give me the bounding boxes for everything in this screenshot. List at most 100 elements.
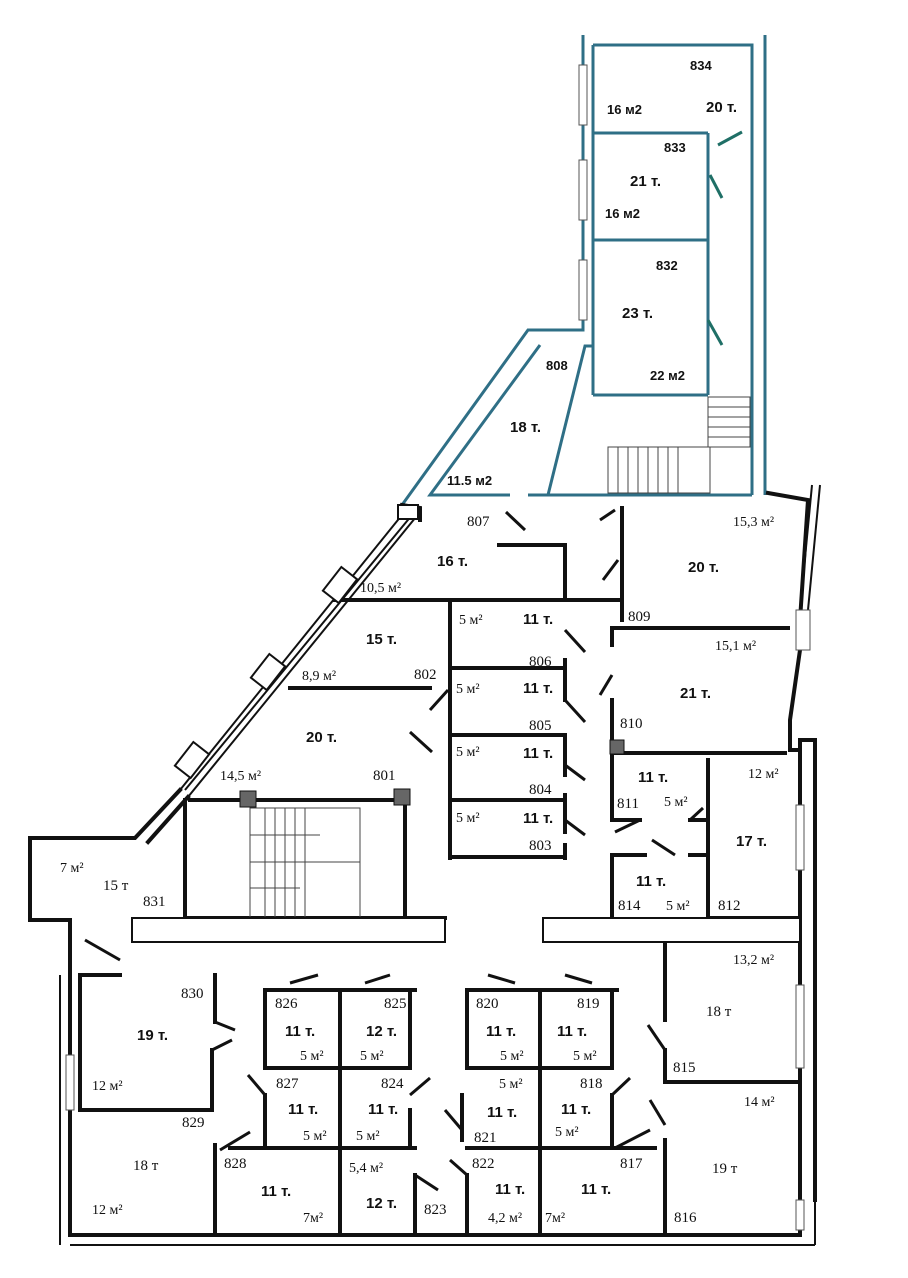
room-area: 14 м² [744,1095,775,1110]
room-number: 833 [664,140,686,155]
room-number: 809 [628,609,651,625]
room-rate: 11 т. [288,1101,318,1118]
room-area: 5,4 м² [349,1161,383,1176]
room-number: 811 [617,796,639,812]
room-rate: 17 т. [736,833,767,850]
room-area: 5 м² [300,1049,324,1064]
room-area: 5 м² [666,899,690,914]
room-rate: 20 т. [306,729,337,746]
room-rate: 18 т. [510,419,541,436]
room-number: 824 [381,1076,404,1092]
room-rate: 11 т. [523,810,553,827]
room-rate: 23 т. [622,305,653,322]
room-number: 806 [529,654,552,670]
room-area: 5 м² [456,811,480,826]
room-rate: 11 т. [523,680,553,697]
room-number: 829 [182,1115,205,1131]
room-number: 831 [143,894,166,910]
room-rate: 11 т. [486,1023,516,1040]
room-number: 828 [224,1156,247,1172]
room-area: 12 м² [748,767,779,782]
room-labels: 834 20 т. 16 м2 833 21 т. 16 м2 832 23 т… [60,58,779,1226]
room-number: 816 [674,1210,697,1226]
room-rate: 11 т. [638,769,668,786]
room-rate: 18 т [133,1158,159,1174]
room-number: 801 [373,768,396,784]
room-rate: 12 т. [366,1023,397,1040]
room-rate: 21 т. [630,173,661,190]
room-number: 817 [620,1156,643,1172]
room-rate: 21 т. [680,685,711,702]
room-number: 815 [673,1060,696,1076]
room-area: 5 м² [555,1125,579,1140]
room-area: 5 м² [360,1049,384,1064]
room-number: 814 [618,898,641,914]
room-rate: 18 т [706,1004,732,1020]
room-rate: 11 т. [557,1023,587,1040]
room-rate: 11 т. [581,1181,611,1198]
room-area: 16 м2 [605,206,640,221]
room-area: 5 м² [459,613,483,628]
room-number: 821 [474,1130,497,1146]
room-rate: 20 т. [706,99,737,116]
room-rate: 15 т [103,878,129,894]
room-area: 5 м² [303,1129,327,1144]
room-number: 802 [414,667,437,683]
room-number: 830 [181,986,204,1002]
room-number: 822 [472,1156,495,1172]
room-rate: 15 т. [366,631,397,648]
room-area: 22 м2 [650,368,685,383]
room-area: 8,9 м² [302,669,336,684]
windows [65,64,811,1231]
room-area: 11.5 м2 [447,473,492,488]
walls [28,35,821,1246]
room-number: 832 [656,258,678,273]
room-area: 7м² [545,1211,565,1226]
room-area: 12 м² [92,1203,123,1218]
room-area: 5 м² [664,795,688,810]
room-number: 804 [529,782,552,798]
room-area: 13,2 м² [733,953,774,968]
room-rate: 11 т. [487,1104,517,1121]
room-number: 810 [620,716,643,732]
room-number: 808 [546,358,568,373]
room-rate: 12 т. [366,1195,397,1212]
room-area: 5 м² [573,1049,597,1064]
room-rate: 11 т. [636,873,666,890]
room-rate: 11 т. [495,1181,525,1198]
room-area: 5 м² [456,745,480,760]
room-area: 14,5 м² [220,769,261,784]
room-area: 4,2 м² [488,1211,522,1226]
room-number: 803 [529,838,552,854]
room-area: 16 м2 [607,102,642,117]
room-area: 15,3 м² [733,515,774,530]
room-number: 818 [580,1076,603,1092]
room-area: 5 м² [500,1049,524,1064]
room-rate: 11 т. [523,745,553,762]
room-number: 807 [467,514,490,530]
room-area: 7м² [303,1211,323,1226]
room-number: 819 [577,996,600,1012]
room-rate: 19 т [712,1161,738,1177]
room-area: 10,5 м² [360,581,401,596]
room-area: 5 м² [499,1077,523,1092]
room-area: 5 м² [356,1129,380,1144]
room-rate: 11 т. [561,1101,591,1118]
room-number: 820 [476,996,499,1012]
room-area: 12 м² [92,1079,123,1094]
room-area: 7 м² [60,861,84,876]
room-area: 15,1 м² [715,639,756,654]
room-number: 826 [275,996,298,1012]
columns [239,739,625,808]
room-number: 812 [718,898,741,914]
room-area: 5 м² [456,682,480,697]
room-number: 805 [529,718,552,734]
room-rate: 19 т. [137,1027,168,1044]
room-number: 825 [384,996,407,1012]
doors [84,130,743,1192]
room-rate: 20 т. [688,559,719,576]
room-number: 827 [276,1076,299,1092]
room-rate: 11 т. [368,1101,398,1118]
room-number: 823 [424,1202,447,1218]
